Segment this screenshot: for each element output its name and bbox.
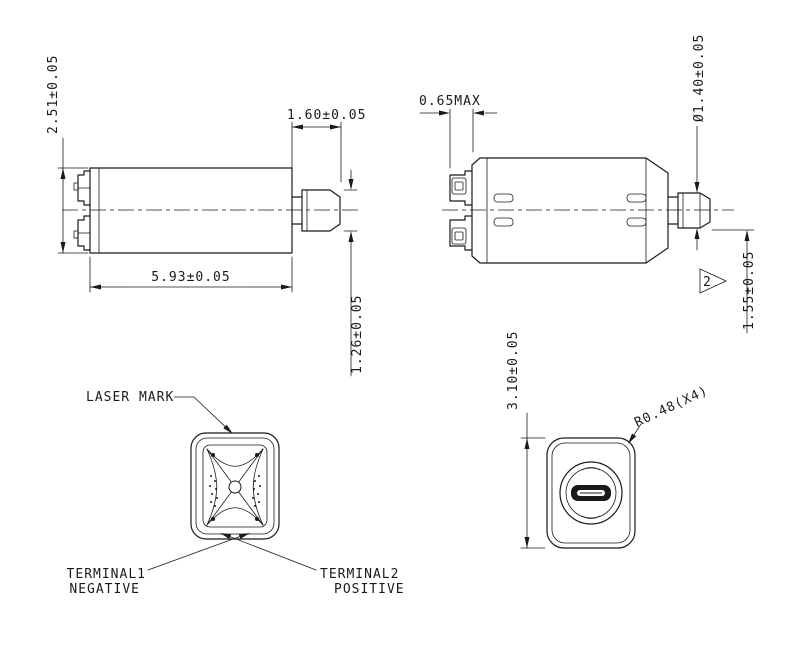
dim-top-tip-diameter: Ø1.40±0.05 [692, 34, 707, 251]
dim-rear-corner-radius-text: R0.48(X4) [632, 383, 710, 430]
rear-outer-outline [546, 437, 636, 549]
terminal2-label: TERMINAL2 [320, 567, 399, 582]
top-view: 0.65MAX Ø1.40±0.05 1.55±0.05 2 [419, 34, 757, 334]
arrow-up-icon [694, 228, 700, 239]
arrow-up-icon [60, 168, 66, 179]
rear-outer-circle [559, 461, 623, 525]
front-inner-outline [202, 444, 268, 528]
top-terminal-cap [449, 170, 473, 251]
terminal1-polarity: NEGATIVE [69, 582, 140, 597]
flag-note: 2 [699, 268, 727, 294]
dim-rear-corner-radius: R0.48(X4) [628, 383, 711, 444]
arrow-up-icon [744, 230, 750, 241]
leader-arrow-icon [223, 424, 233, 434]
dim-side-body-length: 5.93±0.05 [89, 256, 293, 293]
arrow-down-icon [60, 242, 66, 253]
leader-arrow-icon [628, 433, 637, 444]
arrow-right-icon [330, 124, 341, 130]
dim-top-tip-diameter-text: Ø1.40±0.05 [692, 34, 707, 122]
dim-top-terminal-length-text: 0.65MAX [419, 94, 481, 109]
dim-side-tip-height-text: 1.26±0.05 [350, 295, 365, 374]
front-terminal-pattern [206, 448, 264, 526]
dim-side-body-length-text: 5.93±0.05 [151, 270, 230, 285]
dim-side-tip-length: 1.60±0.05 [287, 108, 366, 186]
arrow-down-icon [524, 537, 530, 548]
side-view: 2.51±0.05 1.60±0.05 5.93±0.05 [46, 55, 366, 377]
top-body-outline [471, 157, 669, 264]
arrow-up-icon [524, 438, 530, 449]
dim-side-tip-length-text: 1.60±0.05 [287, 108, 366, 123]
dim-top-terminal-length: 0.65MAX [419, 94, 498, 169]
terminal1-label: TERMINAL1 [67, 567, 146, 582]
side-tip [291, 189, 341, 232]
terminal1-callout: TERMINAL1 NEGATIVE [67, 533, 250, 597]
dim-top-tip-flat-text: 1.55±0.05 [742, 251, 757, 330]
rear-view: 3.10±0.05 R0.48(X4) [506, 331, 711, 549]
dim-rear-height: 3.10±0.05 [506, 331, 546, 549]
rear-mid-outline [551, 442, 631, 544]
arrow-down-icon [694, 182, 700, 193]
arrow-up-icon [348, 231, 354, 242]
dim-top-tip-flat: 1.55±0.05 [711, 229, 757, 334]
dim-side-height-text: 2.51±0.05 [46, 55, 61, 134]
flag-note-number: 2 [703, 275, 712, 290]
arrow-left-icon [90, 284, 101, 290]
arrow-down-icon [348, 179, 354, 190]
dim-rear-height-text: 3.10±0.05 [506, 331, 521, 410]
laser-mark-callout: LASER MARK [86, 390, 233, 434]
leader-arrow-icon [220, 533, 232, 540]
terminal2-callout: TERMINAL2 POSITIVE [220, 533, 405, 597]
front-view: LASER MARK TERMINAL1 NEGATIVE TERMINAL2 … [67, 390, 405, 597]
arrow-left-icon [473, 110, 484, 116]
side-body-outline [89, 167, 293, 254]
arrow-left-icon [292, 124, 303, 130]
side-terminal-cap [73, 170, 91, 251]
dim-side-height: 2.51±0.05 [46, 55, 89, 254]
laser-mark-label: LASER MARK [86, 390, 174, 405]
leader-arrow-icon [238, 533, 250, 539]
dim-side-tip-height: 1.26±0.05 [343, 169, 365, 377]
front-mid-outline [195, 437, 275, 535]
flag-triangle-icon [699, 268, 727, 294]
terminal2-polarity: POSITIVE [334, 582, 405, 597]
arrow-right-icon [281, 284, 292, 290]
front-center-circle [228, 480, 242, 494]
top-vent-slots [493, 193, 647, 227]
top-tip [667, 192, 711, 229]
rear-inner-circle [565, 467, 617, 519]
arrow-right-icon [439, 110, 450, 116]
